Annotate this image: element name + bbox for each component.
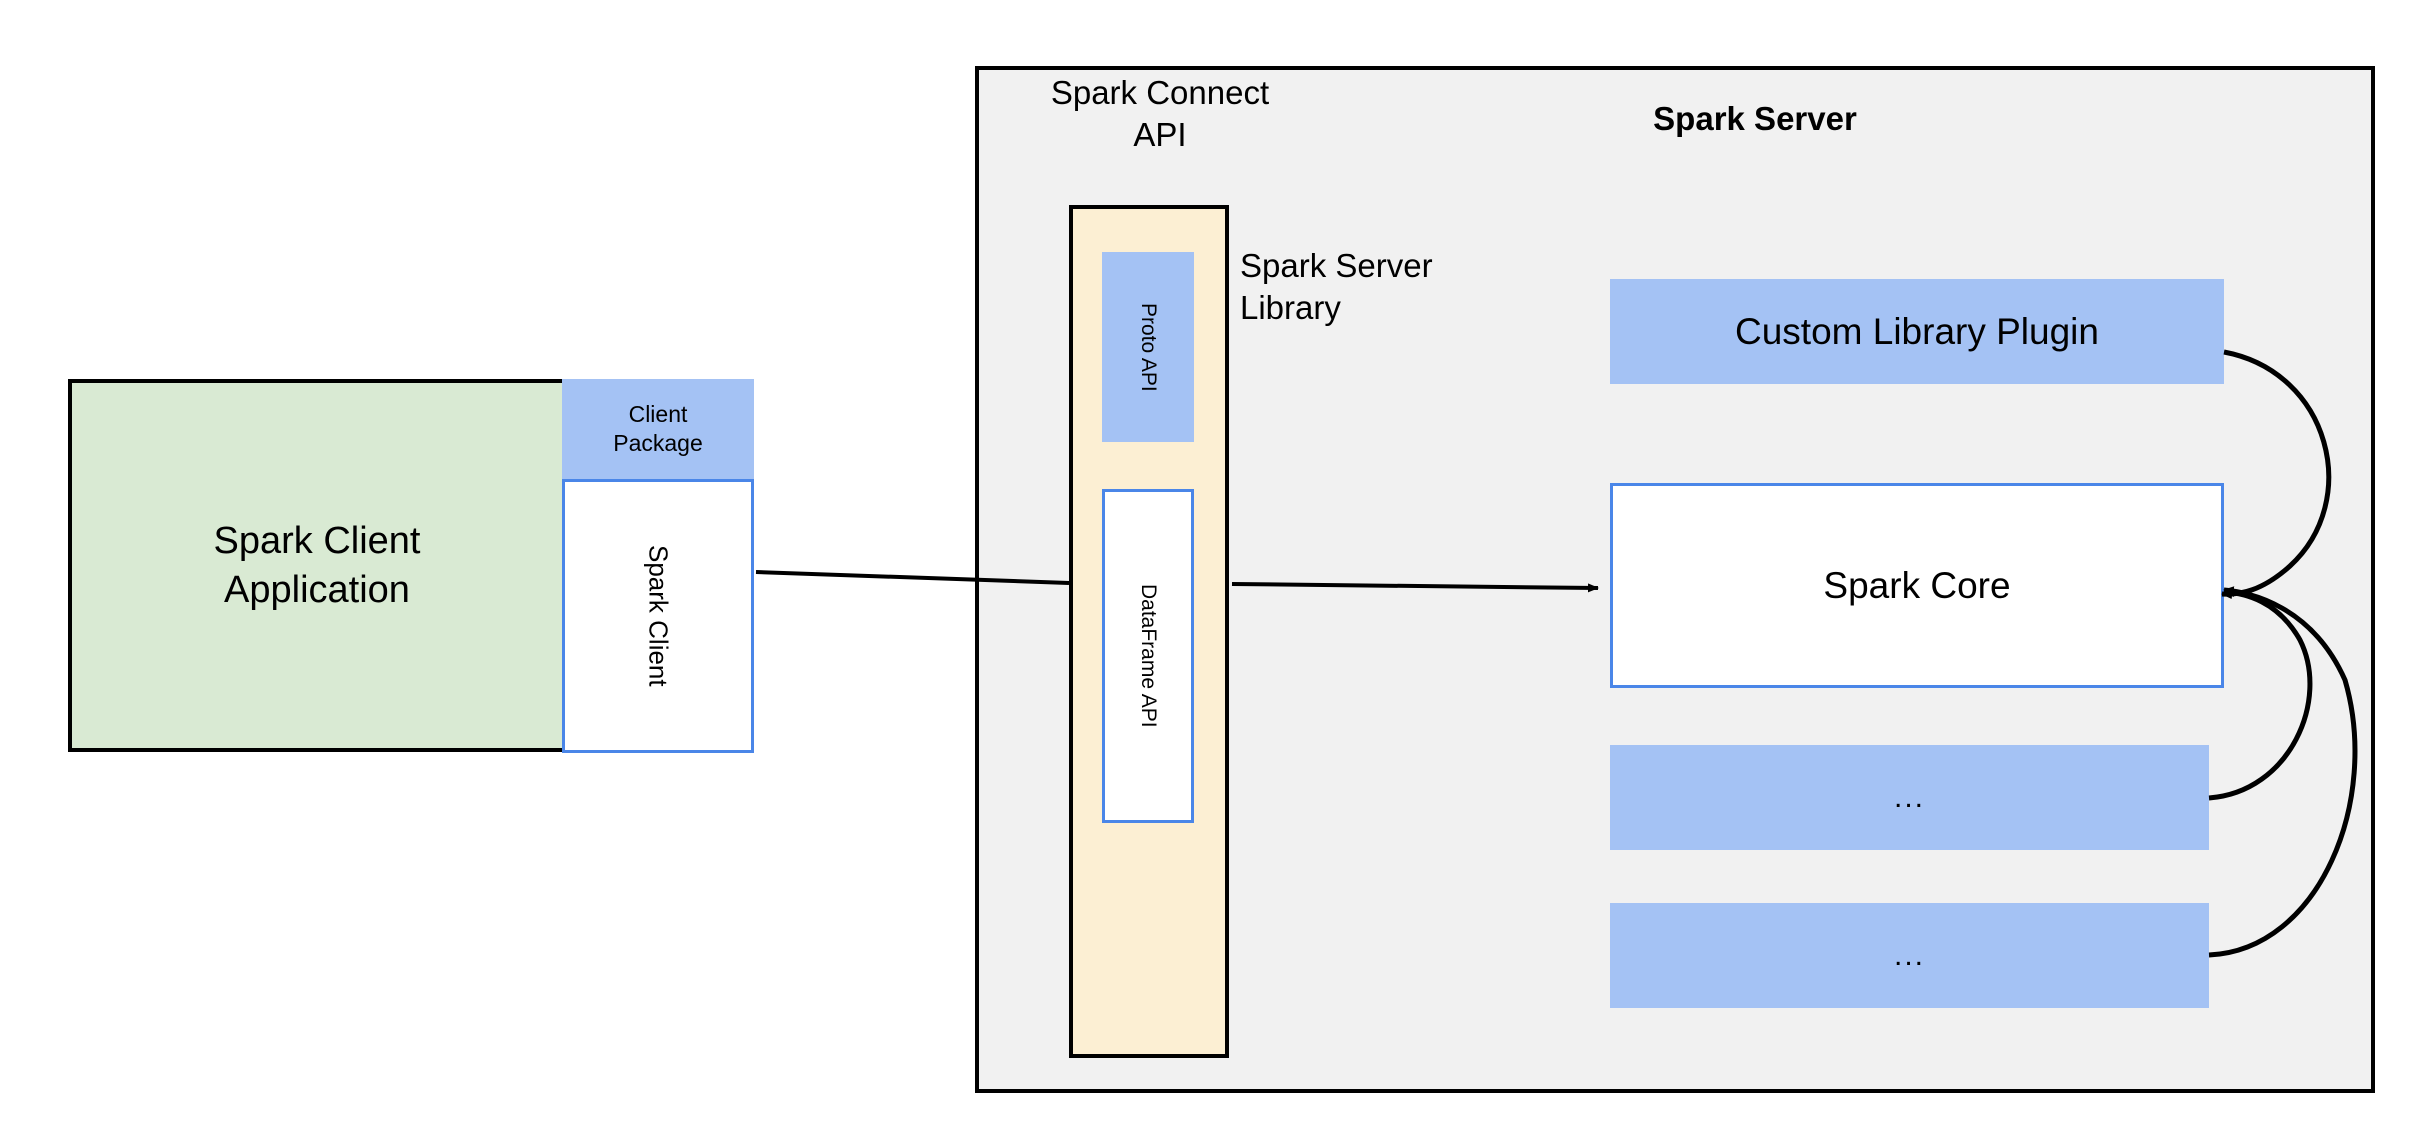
spark-client-label: Spark Client bbox=[643, 545, 674, 687]
spark-client-application-label: Spark Client Application bbox=[213, 519, 421, 611]
ellipsis-box-1[interactable]: ... bbox=[1610, 745, 2209, 850]
proto-api-box[interactable]: Proto API bbox=[1102, 252, 1194, 442]
client-package-box[interactable]: Client Package bbox=[562, 379, 754, 479]
spark-server-library-label: Spark Server Library bbox=[1240, 247, 1433, 327]
ellipsis-box-2[interactable]: ... bbox=[1610, 903, 2209, 1008]
custom-library-plugin-label: Custom Library Plugin bbox=[1735, 310, 2099, 352]
spark-server-title: Spark Server bbox=[1653, 100, 1857, 137]
ellipsis-label-2: ... bbox=[1893, 938, 1925, 972]
spark-core-box[interactable]: Spark Core bbox=[1610, 483, 2224, 688]
client-package-label: Client Package bbox=[613, 401, 703, 456]
dataframe-api-label: DataFrame API bbox=[1137, 584, 1160, 728]
proto-api-label: Proto API bbox=[1137, 302, 1160, 392]
spark-connect-api-label: Spark Connect API bbox=[1050, 74, 1270, 154]
spark-core-label: Spark Core bbox=[1823, 564, 2011, 606]
ellipsis-label-1: ... bbox=[1893, 780, 1925, 814]
spark-client-box[interactable]: Spark Client bbox=[562, 479, 754, 753]
dataframe-api-box[interactable]: DataFrame API bbox=[1102, 489, 1194, 823]
spark-client-application-box[interactable]: Spark Client Application bbox=[68, 379, 566, 752]
custom-library-plugin-box[interactable]: Custom Library Plugin bbox=[1610, 279, 2224, 384]
